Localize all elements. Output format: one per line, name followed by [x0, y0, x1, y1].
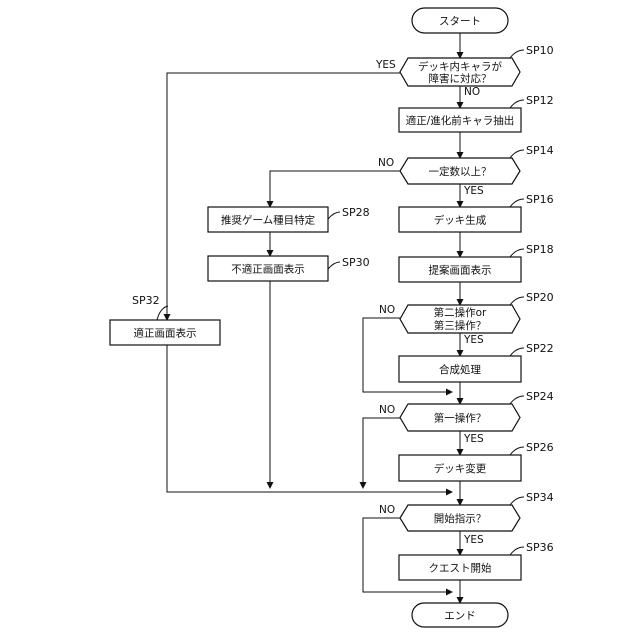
decision-sp34-label: 開始指示？: [434, 512, 487, 525]
step-label-sp20: SP20: [526, 291, 554, 304]
step-label-sp18: SP18: [526, 243, 554, 256]
decision-sp20: 第二操作or 第三操作？: [400, 305, 520, 333]
step-label-sp12: SP12: [526, 94, 554, 107]
decision-sp10-line1: デッキ内キャラが: [418, 60, 502, 73]
step-label-sp10: SP10: [526, 44, 554, 57]
start-label: スタート: [439, 16, 481, 28]
process-sp32-label: 適正画面表示: [134, 327, 197, 340]
step-label-sp26: SP26: [526, 441, 554, 454]
step-label-sp30: SP30: [342, 256, 370, 269]
branch-sp34-no: NO: [379, 504, 395, 516]
decision-sp20-line2: 第三操作？: [434, 319, 487, 332]
process-sp28-label: 推奨ゲーム種目特定: [221, 214, 316, 227]
process-sp22-label: 合成処理: [439, 363, 481, 376]
process-sp12-label: 適正/進化前キャラ抽出: [406, 114, 515, 127]
decision-sp24: 第一操作？: [400, 404, 520, 431]
decision-sp20-line1: 第二操作or: [434, 306, 487, 319]
decision-sp24-label: 第一操作？: [434, 412, 487, 425]
step-label-sp24: SP24: [526, 390, 554, 403]
decision-sp10: デッキ内キャラが 障害に対応？: [400, 58, 520, 86]
step-label-sp32: SP32: [132, 294, 160, 307]
branch-sp24-no: NO: [379, 404, 395, 416]
process-sp30-label: 不適正画面表示: [231, 263, 305, 276]
branch-sp20-yes: YES: [463, 334, 484, 346]
step-label-sp22: SP22: [526, 342, 554, 355]
branch-sp14-no: NO: [378, 157, 394, 169]
end-label: エンド: [444, 610, 476, 622]
decision-sp14-label: 一定数以上？: [429, 165, 492, 178]
branch-sp10-yes: YES: [375, 59, 396, 71]
process-sp12: 適正/進化前キャラ抽出: [399, 108, 521, 132]
branch-sp10-no: NO: [464, 86, 480, 98]
process-sp26-label: デッキ変更: [434, 462, 487, 475]
decision-sp34: 開始指示？: [400, 505, 520, 531]
branch-sp14-yes: YES: [463, 185, 484, 197]
process-sp30: 不適正画面表示: [208, 256, 328, 281]
branch-sp34-yes: YES: [463, 534, 484, 546]
process-sp26: デッキ変更: [399, 455, 521, 481]
process-sp18-label: 提案画面表示: [429, 264, 492, 277]
end-terminal: エンド: [412, 603, 508, 627]
process-sp18: 提案画面表示: [399, 257, 521, 282]
decision-sp10-line2: 障害に対応？: [429, 72, 492, 85]
process-sp32: 適正画面表示: [110, 320, 220, 345]
step-label-sp14: SP14: [526, 144, 554, 157]
process-sp28: 推奨ゲーム種目特定: [208, 207, 328, 232]
step-label-sp16: SP16: [526, 193, 554, 206]
process-sp16: デッキ生成: [399, 207, 521, 232]
branch-sp24-yes: YES: [463, 433, 484, 445]
step-label-sp36: SP36: [526, 541, 554, 554]
branch-sp20-no: NO: [379, 304, 395, 316]
process-sp22: 合成処理: [399, 356, 521, 382]
step-label-sp34: SP34: [526, 491, 554, 504]
process-sp16-label: デッキ生成: [434, 214, 487, 227]
decision-sp14: 一定数以上？: [400, 158, 520, 184]
process-sp36-label: クエスト開始: [429, 562, 492, 575]
process-sp36: クエスト開始: [399, 555, 521, 580]
start-terminal: スタート: [412, 8, 508, 33]
step-label-sp28: SP28: [342, 206, 370, 219]
